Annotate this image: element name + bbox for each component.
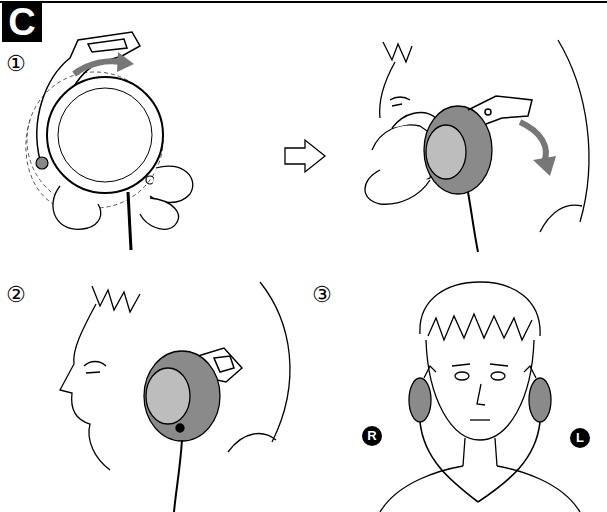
side-marker: L [570,428,590,448]
cable [174,440,182,512]
earphone [409,378,431,422]
frame-line [0,1,607,3]
head-profile [86,372,100,373]
fingers [150,166,193,202]
earphone [176,424,184,432]
earphone [529,378,551,422]
face-front [428,314,532,340]
fingers [140,198,178,229]
turn-arrow [533,156,556,176]
head-profile [380,62,395,118]
step-number: ② [6,283,26,307]
head-profile [92,286,140,312]
hand-outline [27,72,163,208]
cable [420,422,540,502]
side-marker: R [362,426,382,446]
face-front [491,372,505,380]
turn-arrow [117,52,134,72]
head-profile [390,97,410,100]
fingers [53,186,101,229]
head-profile [260,282,290,442]
turn-arrow [520,122,556,176]
cable [174,440,182,512]
cable [468,192,478,252]
ear-hook [424,366,436,378]
head-profile [540,205,582,232]
step-number: ③ [312,283,332,307]
face-front [452,364,508,366]
turn-arrow [74,61,120,74]
ear-hook [485,109,491,115]
head-profile [228,434,276,452]
ear-hook [524,366,536,378]
earphone [144,351,220,441]
next-arrow [285,140,325,172]
earphone-body [47,77,163,193]
turn-arrow [520,122,546,162]
head-profile [60,282,290,470]
cable [478,422,540,502]
section-letter: C [2,2,42,42]
earphone [426,125,466,179]
cable [468,192,478,252]
turn-arrow [74,52,134,74]
head-profile [392,104,402,106]
ear-hook [468,96,532,124]
earphone-body [47,77,163,193]
face-front [455,372,469,380]
next-arrow [285,140,325,172]
face-front [380,466,580,512]
hand-outline [26,72,163,208]
earphone-body [58,88,152,182]
ear-hook [424,366,536,378]
ear-hook [88,39,127,52]
earphone [424,106,492,194]
face-front [470,419,490,420]
step-number: ① [6,52,26,76]
earphone [146,368,190,424]
frame-line [0,1,607,3]
earphone-body [146,176,154,184]
face-front [463,438,497,466]
hook-tip [36,157,48,169]
earphone [409,378,551,422]
hand [365,170,430,204]
earphone [144,351,220,441]
face-front [426,340,534,440]
cable [420,422,478,502]
ear-hook [468,96,532,124]
hook-tip [36,157,48,169]
head-profile [383,42,412,62]
head-profile [60,304,110,470]
fingers [53,166,193,229]
head-profile [558,40,589,222]
face-front [380,282,580,512]
cable [128,192,131,250]
ear-hook [214,356,234,372]
head-profile [84,362,106,367]
face-front [477,384,485,405]
earphone [424,106,492,194]
cable [128,192,131,250]
